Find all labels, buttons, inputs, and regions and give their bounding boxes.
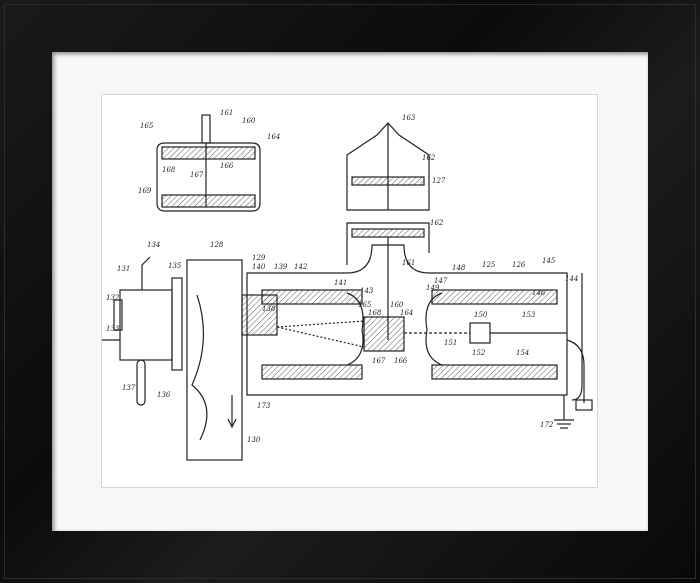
ref-135: 135	[168, 262, 182, 270]
nozzle-block	[241, 294, 278, 336]
ref-128: 128	[210, 241, 224, 249]
lower-cap-plate	[351, 228, 425, 238]
ref-136: 136	[157, 391, 171, 399]
ref-126: 126	[512, 261, 526, 269]
ref-134: 134	[147, 241, 160, 249]
ref-165-a: 165	[140, 122, 154, 130]
ref-153: 153	[522, 311, 536, 319]
detail-cup-top-wall	[161, 146, 256, 160]
ref-141: 141	[334, 279, 347, 287]
frame-edge	[4, 4, 696, 579]
ref-149: 149	[426, 284, 440, 292]
left-box	[119, 289, 173, 361]
left-baffle	[346, 292, 364, 366]
collector-block	[469, 322, 491, 344]
main-housing	[246, 244, 568, 396]
ref-148: 148	[452, 264, 466, 272]
right-upper-wall	[431, 289, 558, 305]
ref-147: 147	[434, 277, 448, 285]
left-box-flange	[171, 277, 183, 371]
detail-cup-bottom-wall	[161, 194, 256, 208]
ref-163: 163	[402, 114, 416, 122]
ref-129: 129	[252, 254, 266, 262]
left-column	[186, 259, 243, 461]
ref-161-b: 161	[402, 259, 415, 267]
ref-168-b: 168	[368, 309, 382, 317]
ref-143: 143	[360, 287, 374, 295]
ref-166-a: 166	[220, 162, 234, 170]
ref-164-a: 164	[267, 133, 280, 141]
ref-172: 172	[540, 421, 554, 429]
return-pipe	[566, 339, 585, 403]
ref-133: 133	[106, 325, 120, 333]
ref-145: 145	[542, 257, 556, 265]
end-cap	[575, 399, 593, 411]
central-target	[363, 316, 405, 352]
upper-cap	[346, 122, 430, 211]
ref-173: 173	[257, 402, 271, 410]
ref-139: 139	[274, 263, 288, 271]
reference-numerals: 161 160 165 164 166 168 167 169 163 162 …	[106, 109, 578, 444]
right-baffle	[425, 292, 443, 366]
ref-130: 130	[247, 436, 261, 444]
lower-cap-top	[346, 222, 430, 265]
ref-168-a: 168	[162, 166, 176, 174]
ref-167-b: 167	[372, 357, 386, 365]
left-box-terminal	[113, 299, 123, 331]
ref-160-a: 160	[242, 117, 256, 125]
ref-162-b: 162	[430, 219, 444, 227]
ref-132: 132	[106, 294, 120, 302]
ref-125: 125	[482, 261, 496, 269]
ref-166-b: 166	[394, 357, 408, 365]
ref-164-b: 164	[400, 309, 413, 317]
patent-drawing: 161 160 165 164 166 168 167 169 163 162 …	[102, 109, 593, 461]
ref-131: 131	[117, 265, 130, 273]
ref-144: 144	[565, 275, 578, 283]
column-break-line	[191, 294, 208, 441]
ref-169-a: 169	[138, 187, 152, 195]
ref-167-a: 167	[190, 171, 204, 179]
beam-cone	[276, 320, 365, 348]
ref-127: 127	[432, 177, 446, 185]
patent-drawing-sheet: 161 160 165 164 166 168 167 169 163 162 …	[102, 95, 597, 487]
mat-board: 161 160 165 164 166 168 167 169 163 162 …	[52, 52, 648, 531]
right-pipe	[571, 273, 583, 401]
ref-140: 140	[252, 263, 266, 271]
left-box-hook	[141, 256, 151, 290]
outlet-arrowhead	[227, 418, 237, 429]
ref-138: 138	[262, 305, 276, 313]
ref-162-a: 162	[422, 154, 436, 162]
right-lower-wall	[431, 364, 558, 380]
ref-151: 151	[444, 339, 457, 347]
left-box-bulb	[136, 359, 146, 406]
ref-161-a: 161	[220, 109, 233, 117]
detail-stem	[201, 114, 211, 144]
drawing-linework	[102, 114, 593, 461]
ref-137: 137	[122, 384, 136, 392]
ref-152: 152	[472, 349, 486, 357]
ref-150: 150	[474, 311, 488, 319]
ref-165-b: 165	[358, 301, 372, 309]
ref-160-b: 160	[390, 301, 404, 309]
ref-142: 142	[294, 263, 308, 271]
ref-146: 146	[532, 289, 546, 297]
detail-cup-outline	[156, 142, 261, 212]
ref-154: 154	[516, 349, 529, 357]
left-lower-wall	[261, 364, 363, 380]
